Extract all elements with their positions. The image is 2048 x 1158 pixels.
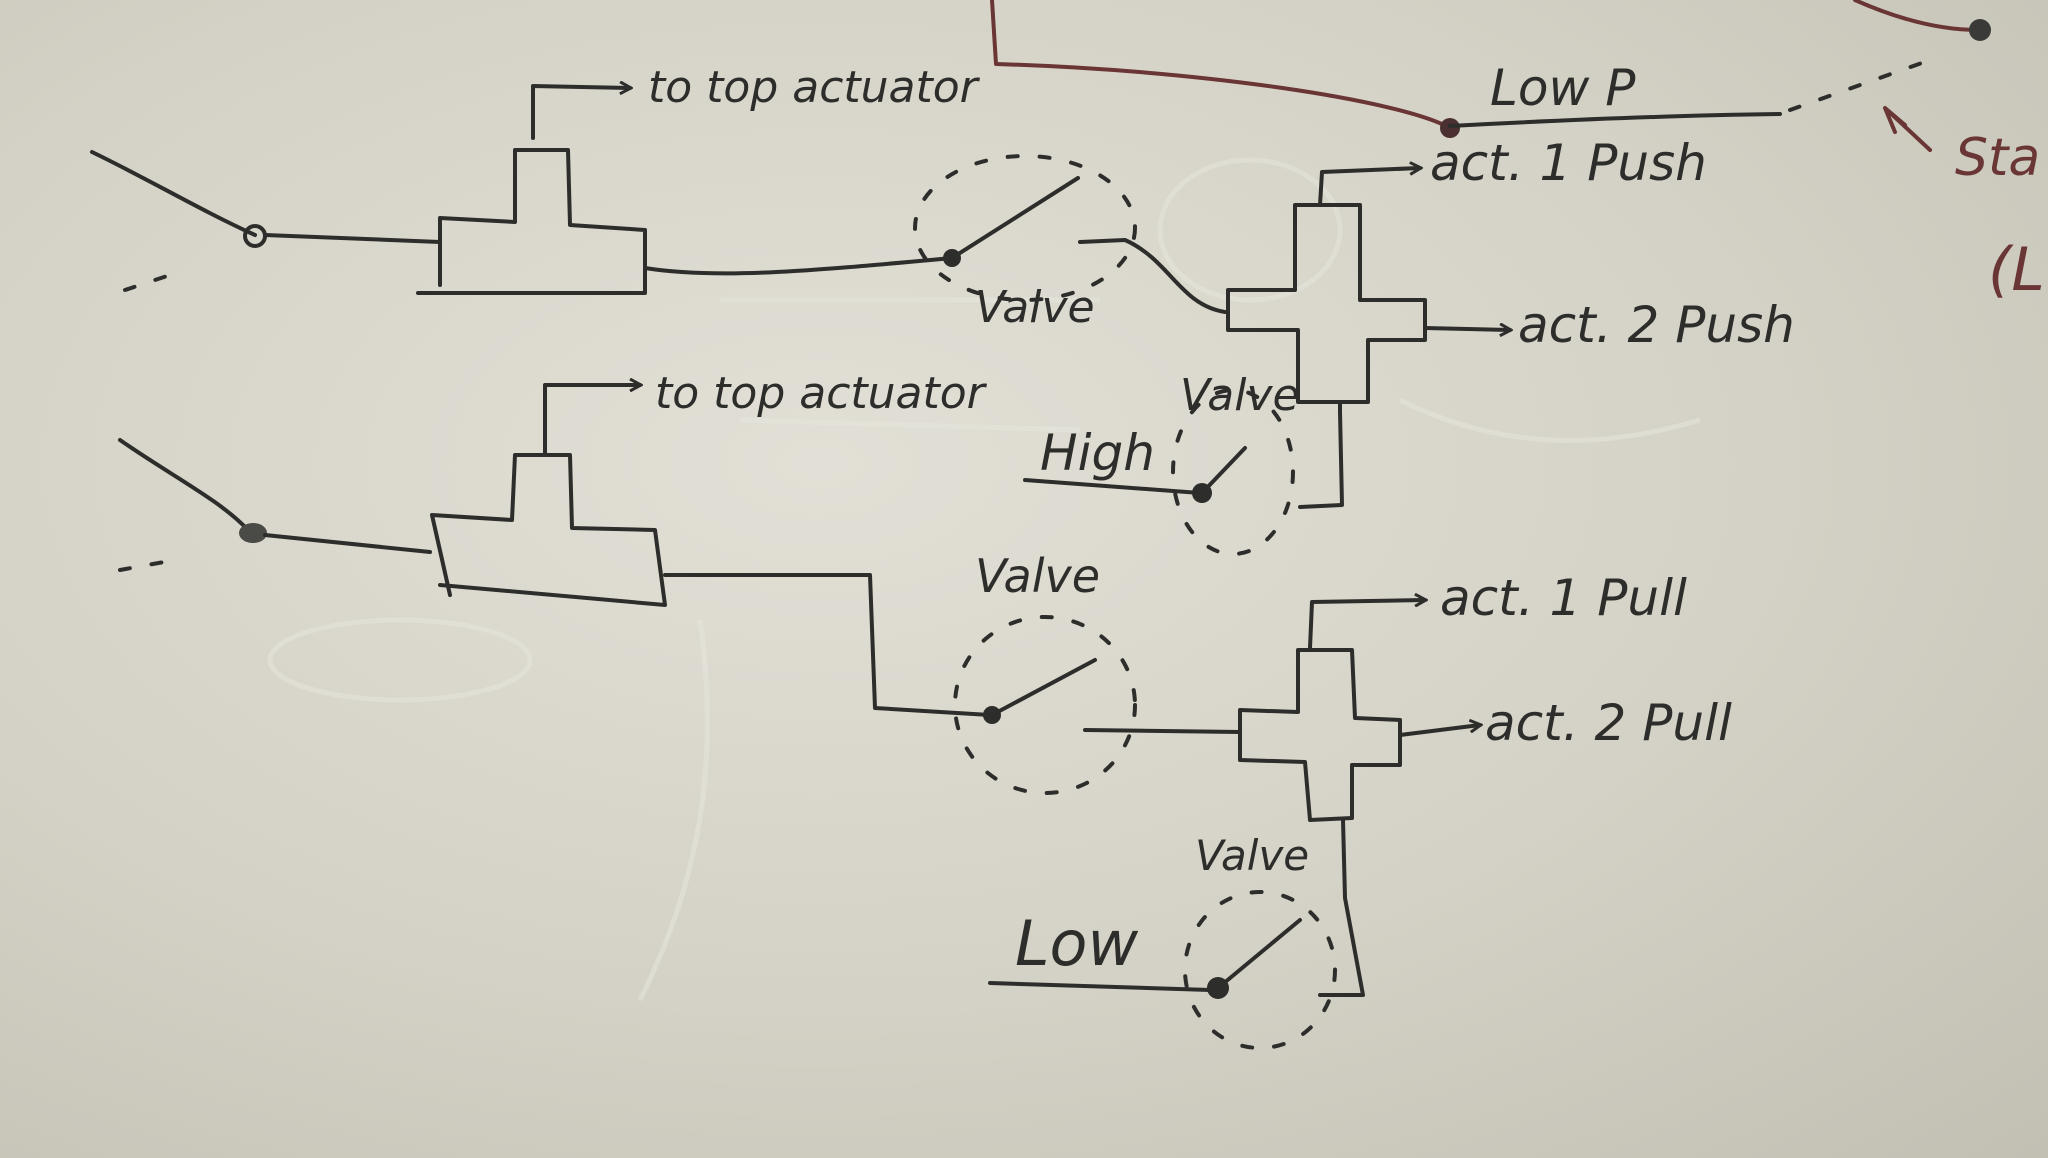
valve-1-outline — [913, 154, 1137, 302]
act1-push-label: act. 1 Push — [1430, 134, 1707, 192]
low-label: Low — [1015, 907, 1138, 980]
act2-pull-label: act. 2 Pull — [1485, 694, 1732, 752]
junction-node — [1440, 118, 1460, 138]
cross-fitting-upper — [1226, 203, 1427, 404]
valve-1-label: Valve — [975, 282, 1095, 333]
act1-pull-label: act. 1 Pull — [1440, 569, 1687, 627]
partial-label-paren: (L — [1988, 235, 2045, 305]
valve-3-label: Valve — [975, 549, 1100, 603]
valve-4-outline — [1183, 890, 1337, 1050]
cross-fitting-lower — [1238, 648, 1402, 822]
low-pressure-supply-line — [990, 0, 1991, 152]
partial-label-sta: Sta — [1955, 128, 2040, 188]
act2-push-label: act. 2 Push — [1518, 296, 1795, 354]
valve-3-outline — [953, 615, 1137, 795]
inlet-node-lower — [239, 523, 267, 543]
tee-fitting-lower — [430, 453, 667, 607]
valve-2-outline — [1171, 388, 1295, 556]
upper-branch — [90, 86, 1510, 556]
tee-fitting-upper — [416, 148, 647, 295]
low-p-label: Low P — [1490, 59, 1636, 117]
to-top-actuator-label-1: to top actuator — [648, 62, 981, 113]
to-top-actuator-label-2: to top actuator — [655, 368, 988, 419]
junction-node-top-right — [1969, 19, 1991, 41]
high-label: High — [1040, 424, 1155, 482]
valve-4-label: Valve — [1195, 831, 1309, 880]
valve-2-label: Valve — [1180, 370, 1300, 421]
lower-branch — [118, 385, 1480, 1050]
